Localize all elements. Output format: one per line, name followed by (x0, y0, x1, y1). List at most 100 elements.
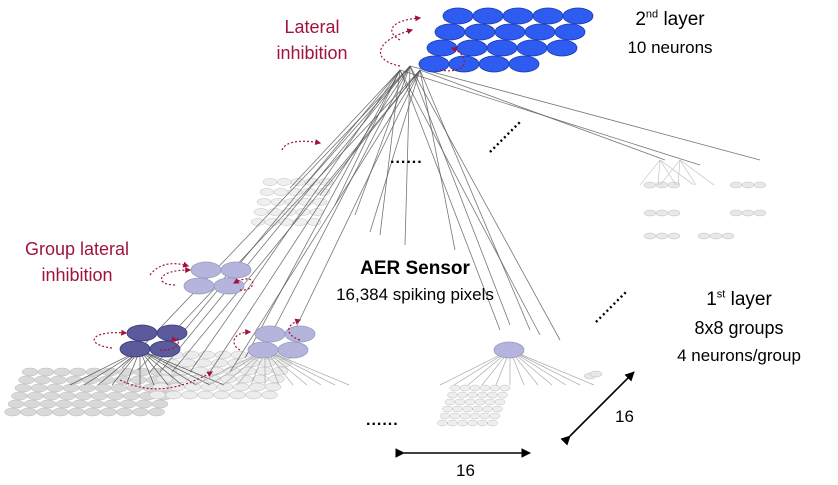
pixel-icon (100, 407, 117, 417)
connection-line (261, 65, 411, 353)
fan-line (659, 159, 695, 186)
fan-line (677, 159, 681, 186)
pixel-icon (306, 218, 322, 226)
neuron-icon (149, 340, 181, 358)
pixel-icon (119, 399, 137, 409)
pixel-icon (71, 399, 89, 409)
inhibition-arrow-icon (232, 278, 254, 291)
pixel-icon (152, 382, 170, 392)
pixel-icon (474, 398, 486, 406)
connection-line (409, 65, 561, 341)
pixel-icon (216, 382, 234, 392)
neuron-icon (532, 7, 564, 25)
dimension-label-bottom: 16 (456, 461, 475, 480)
neuron-icon (494, 23, 526, 41)
connection-line (354, 65, 411, 216)
pixel-icon (68, 407, 85, 417)
inhibition-arrow-icon (380, 28, 414, 67)
pixel-icon (497, 391, 508, 399)
pixel-icon (477, 419, 488, 427)
pixel-icon (484, 398, 496, 406)
pixel-icon (39, 399, 57, 409)
pixel-icon (469, 412, 481, 420)
pixel-icon (30, 383, 48, 393)
neuron-icon (524, 23, 556, 41)
dotted-line (489, 121, 521, 153)
connection-line (409, 65, 511, 326)
pixel-icon (273, 188, 289, 196)
pixel-icon (589, 370, 603, 378)
pixel-icon (34, 375, 51, 385)
fan-line (264, 349, 336, 386)
pixel-icon (643, 232, 657, 240)
pixel-icon (482, 405, 493, 413)
ellipsis-top: ...... (390, 150, 423, 167)
pixel-icon (454, 398, 466, 406)
pixel-icon (14, 383, 32, 393)
pixel-icon (232, 382, 250, 392)
synaptic-connections (69, 65, 761, 386)
pixel-icon (69, 367, 87, 377)
pixel-icon (182, 350, 200, 360)
pixel-icon (667, 232, 681, 240)
connection-line (409, 65, 761, 161)
pixel-icon (52, 407, 69, 417)
pixel-icon (191, 366, 209, 376)
second-layer-label: 2nd layer 10 neurons (627, 8, 713, 57)
neuron-icon (284, 325, 316, 343)
pixel-icon (4, 407, 21, 417)
neuron-icon (502, 7, 534, 25)
pixel-icon (667, 209, 681, 217)
pixel-icon (11, 391, 28, 401)
pixel-icon (43, 391, 60, 401)
pixel-icon (494, 398, 506, 406)
neuron-icon (508, 55, 540, 73)
connection-line (404, 65, 411, 246)
inhibition-arrow-icon (233, 329, 252, 351)
connection-line (419, 69, 531, 331)
pixel-icon (452, 405, 463, 413)
connection-line (289, 69, 401, 189)
neuron-icon (183, 277, 215, 295)
pixel-icon (123, 391, 140, 401)
pixel-icon (655, 232, 669, 240)
connection-line (399, 69, 541, 336)
connection-line (369, 69, 421, 233)
pixel-icon (116, 407, 133, 417)
pixel-icon (477, 391, 488, 399)
fan-line (264, 349, 322, 386)
neuron-icon (213, 277, 245, 295)
pixel-icon (276, 178, 292, 186)
pixel-icon (151, 399, 169, 409)
pixel-icon (469, 384, 481, 392)
connection-line (149, 69, 401, 373)
pixel-icon (487, 419, 498, 427)
pixel-icon (148, 407, 165, 417)
pixel-icon (7, 399, 25, 409)
neuron-icon (418, 55, 450, 73)
pixel-icon (729, 209, 743, 217)
pixel-icon (709, 232, 723, 240)
pixel-icon (130, 375, 147, 385)
pixel-icon (447, 391, 458, 399)
pixel-icon (741, 181, 755, 189)
neuron-icon (156, 324, 188, 342)
sensor-pixel-grids (4, 178, 767, 427)
neuron-icon (562, 7, 594, 25)
neuron-icon (247, 341, 279, 359)
pixel-icon (489, 384, 501, 392)
neuron-icon (126, 324, 158, 342)
pixel-icon (165, 390, 182, 400)
connection-line (399, 69, 501, 331)
pixel-icon (467, 391, 478, 399)
pixel-icon (135, 399, 153, 409)
fan-line (139, 349, 183, 386)
neuron-icon (442, 7, 474, 25)
pixel-icon (59, 391, 76, 401)
first-layer-label: 1st layer 8x8 groups 4 neurons/group (677, 288, 801, 365)
pixel-icon (149, 390, 166, 400)
dimension-label-right: 16 (615, 407, 634, 426)
connection-line (334, 69, 401, 206)
pixel-icon (444, 398, 456, 406)
pixel-icon (459, 384, 471, 392)
